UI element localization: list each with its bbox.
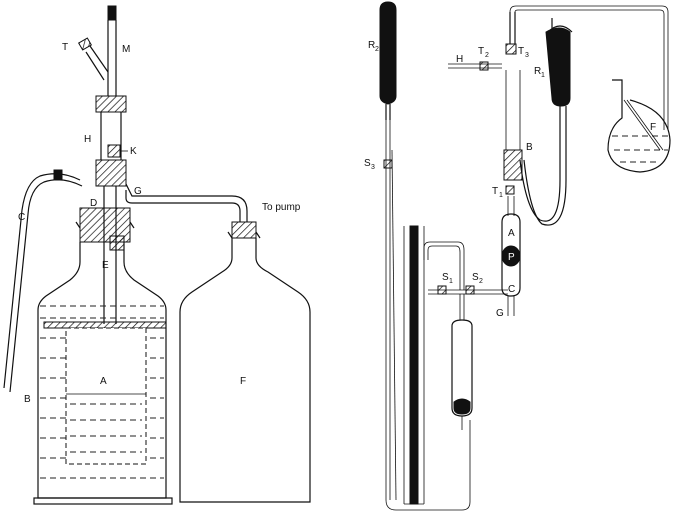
label-g: G <box>134 186 142 197</box>
label-t3: T <box>518 46 524 57</box>
label-p: P <box>508 252 515 263</box>
label-r1: R <box>534 66 541 77</box>
label-s2: S <box>472 272 479 283</box>
label-a: A <box>508 228 515 239</box>
label-r1-sub: 1 <box>541 72 545 79</box>
tube-d <box>103 186 117 324</box>
measuring-column <box>501 196 521 316</box>
label-r2: R <box>368 40 375 51</box>
clip-k <box>107 144 121 158</box>
label-t1-sub: 1 <box>499 192 503 199</box>
bottle-f <box>179 221 311 503</box>
joint-h <box>95 95 128 187</box>
label-s1: S <box>442 272 449 283</box>
label-c: C <box>508 284 515 295</box>
tap-e <box>109 235 125 251</box>
label-f: F <box>240 376 246 387</box>
label-t3-sub: 3 <box>525 52 529 59</box>
label-e: E <box>102 260 109 271</box>
label-c: C <box>18 212 25 223</box>
label-d: D <box>90 198 97 209</box>
flask-f <box>607 79 671 173</box>
label-b: B <box>526 142 533 153</box>
taps-t2-t3 <box>448 12 517 71</box>
label-to-pump: To pump <box>262 202 301 213</box>
tube-b <box>503 70 567 226</box>
long-tube-left <box>383 120 471 511</box>
tube-m <box>107 5 117 96</box>
tap-t1 <box>505 185 515 195</box>
label-s3: S <box>364 158 371 169</box>
label-t1: T <box>492 186 498 197</box>
tube-g <box>125 183 248 222</box>
label-s2-sub: 2 <box>479 278 483 285</box>
label-a: A <box>100 376 107 387</box>
label-t: T <box>62 42 68 53</box>
cross-tubes <box>423 241 508 295</box>
label-b: B <box>24 394 31 405</box>
label-f: F <box>650 122 656 133</box>
tube-c <box>3 169 83 393</box>
label-k: K <box>130 146 137 157</box>
label-m: M <box>122 44 130 55</box>
reservoir-r1 <box>545 18 573 107</box>
tube-to-f <box>509 5 669 130</box>
label-g: G <box>496 308 504 319</box>
clip-s3 <box>383 159 393 169</box>
reservoir-r2 <box>379 1 397 120</box>
lower-bulb <box>451 294 473 430</box>
jar-b <box>33 242 173 505</box>
jar-stopper <box>75 207 135 251</box>
label-r2-sub: 2 <box>375 46 379 53</box>
label-h: H <box>456 54 463 65</box>
label-t2-sub: 2 <box>485 52 489 59</box>
label-s1-sub: 1 <box>449 278 453 285</box>
left-apparatus: T M H K G D C E A B F To pump <box>3 5 311 505</box>
label-t2: T <box>478 46 484 57</box>
central-column <box>403 225 425 505</box>
right-apparatus: R 2 S 3 H T 2 T 3 R 1 F B T 1 A P S 1 S … <box>364 1 671 511</box>
label-s3-sub: 3 <box>371 164 375 171</box>
tap-t <box>77 37 109 81</box>
label-h: H <box>84 134 91 145</box>
